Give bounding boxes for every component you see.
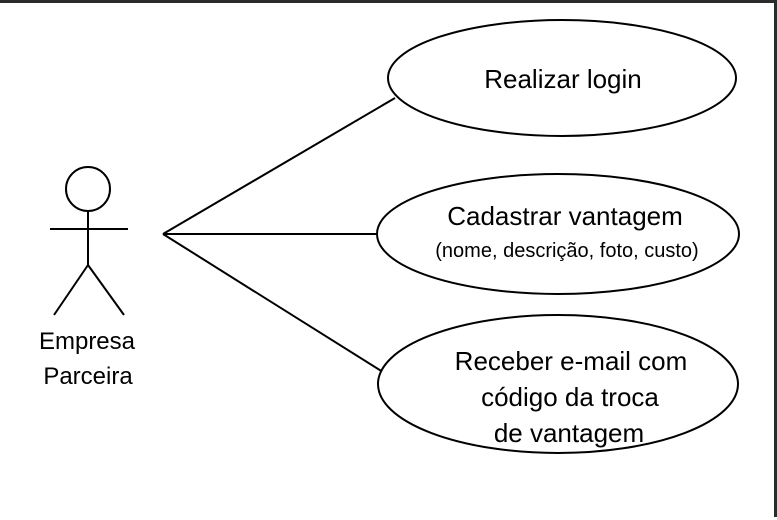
- actor-name-line-2: Parceira: [43, 363, 133, 390]
- use-case-label: Receber e-mail com: [455, 346, 688, 376]
- use-case-label: de vantagem: [494, 418, 644, 448]
- association-receber: [162, 233, 387, 375]
- use-case-receber-email: Receber e-mail com código da troca de va…: [377, 314, 739, 454]
- use-case-ellipse: [376, 173, 740, 295]
- use-case-label: código da troca: [481, 382, 659, 412]
- actor-head: [65, 166, 111, 212]
- use-case-label: Cadastrar vantagem: [447, 201, 683, 231]
- use-case-label: Realizar login: [484, 64, 642, 94]
- use-case-diagram: Empresa Parceira Realizar login Cadastra…: [39, 19, 740, 454]
- use-case-ellipse: [377, 314, 739, 454]
- use-case-label-detail: (nome, descrição, foto, custo): [435, 240, 698, 262]
- actor-left-leg: [53, 264, 89, 316]
- actor-name-line-1: Empresa: [39, 328, 136, 355]
- associations: [162, 97, 396, 375]
- association-login: [162, 97, 396, 235]
- use-case-cadastrar-vantagem: Cadastrar vantagem (nome, descrição, fot…: [376, 173, 740, 295]
- actor-figure: [50, 166, 128, 316]
- use-case-ellipse: [387, 19, 737, 137]
- use-case-realizar-login: Realizar login: [387, 19, 737, 137]
- actor-right-leg: [87, 264, 125, 316]
